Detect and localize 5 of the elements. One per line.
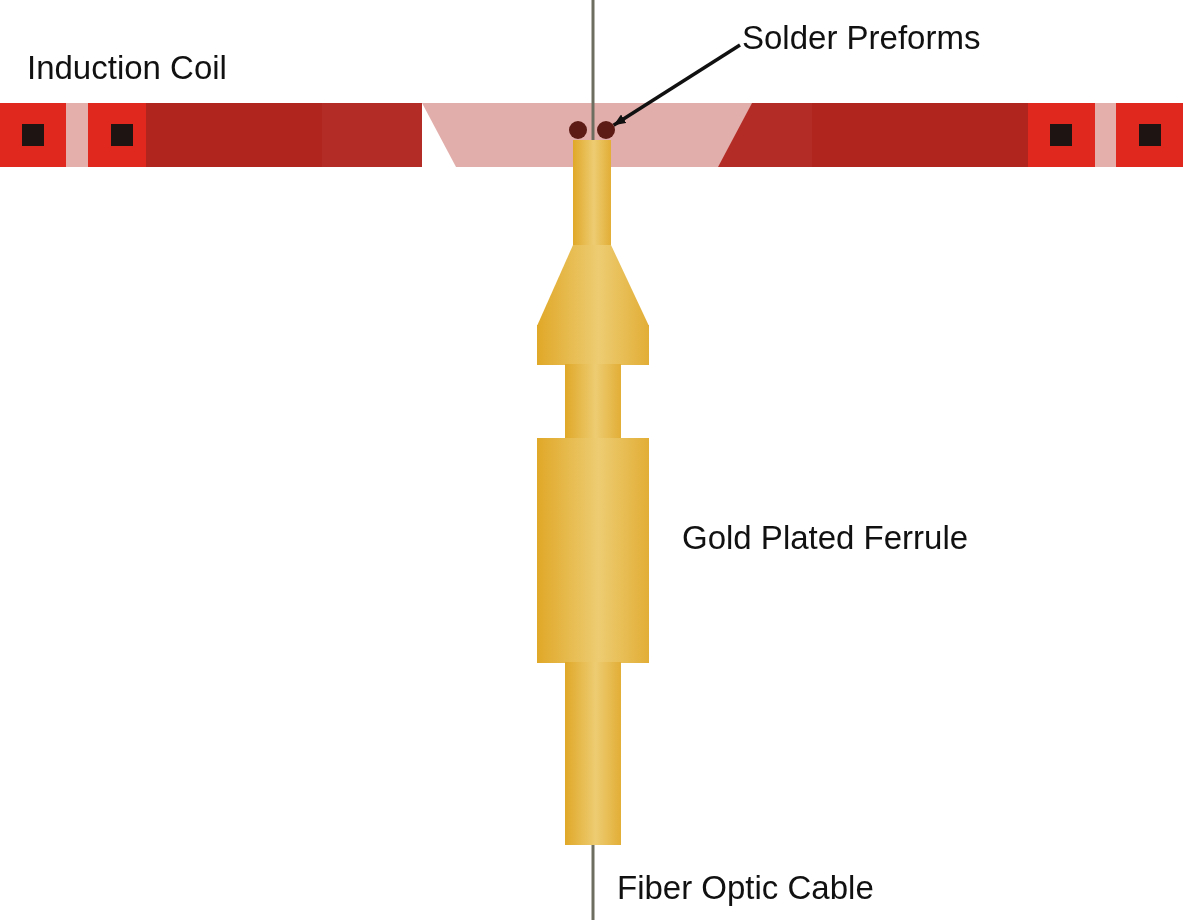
callout-label: Solder Preforms <box>742 20 1022 58</box>
leader-arrow <box>612 43 741 127</box>
part-label: Fiber Optic Cable <box>617 870 874 907</box>
part-label: Induction Coil <box>27 50 227 87</box>
part-label: Gold Plated Ferrule <box>682 520 969 557</box>
